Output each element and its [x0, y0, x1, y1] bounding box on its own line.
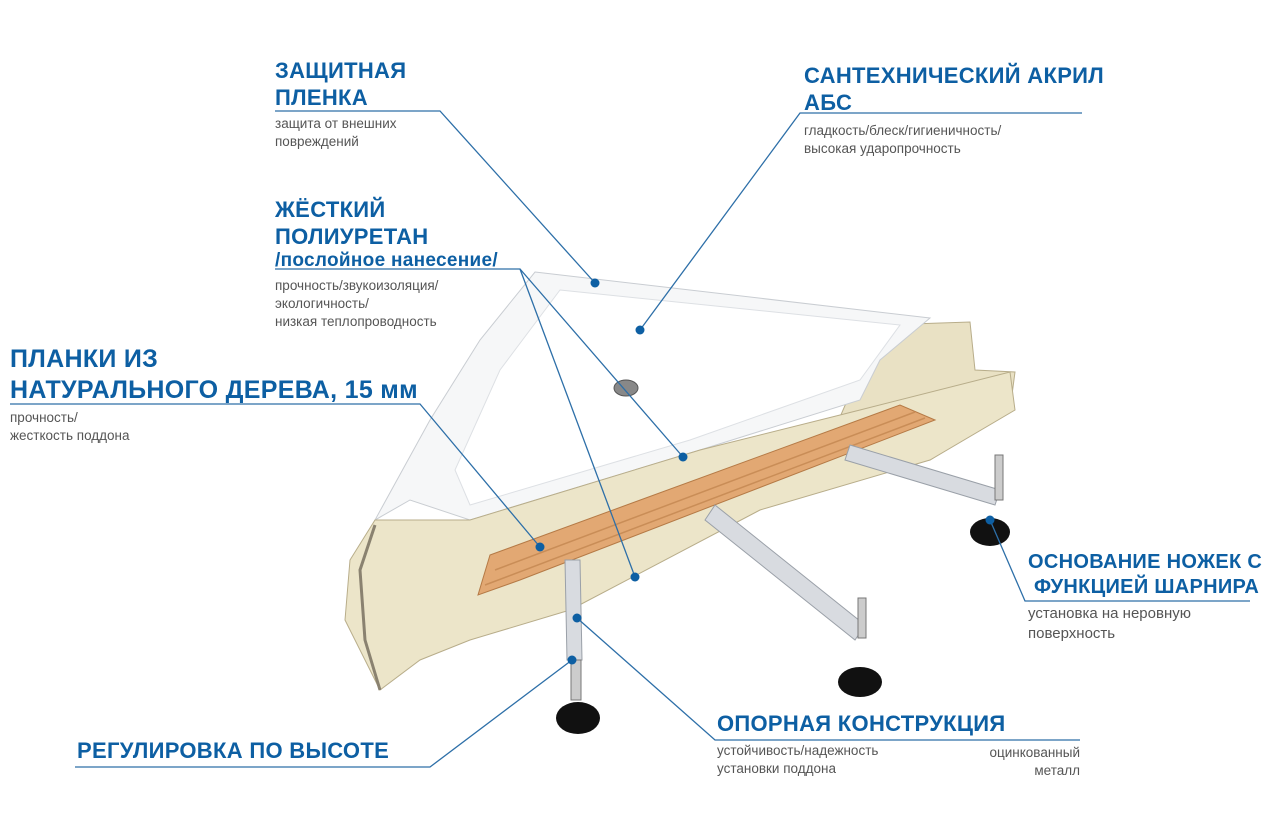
label-support-structure: ОПОРНАЯ КОНСТРУКЦИЯ устойчивость/надежно… [717, 710, 1006, 778]
hinge-desc-2: поверхность [1028, 625, 1116, 642]
pu-title-2: ПОЛИУРЕТАН [275, 224, 429, 249]
pu-subtitle: /послойное нанесение/ [275, 250, 498, 271]
support-frame [564, 444, 1001, 661]
label-wood-planks: ПЛАНКИ ИЗ НАТУРАЛЬНОГО ДЕРЕВА, 15 мм про… [10, 344, 418, 445]
acrylic-title-1: САНТЕХНИЧЕСКИЙ АКРИЛ [804, 63, 1105, 88]
acrylic-desc-1: гладкость/блеск/гигиеничность/ [804, 123, 1002, 138]
support-title: ОПОРНАЯ КОНСТРУКЦИЯ [717, 711, 1006, 736]
hinge-title-1: ОСНОВАНИЕ НОЖЕК С [1028, 551, 1263, 573]
label-material: оцинкованный металл [940, 744, 1081, 780]
label-height-adjustment: РЕГУЛИРОВКА ПО ВЫСОТЕ [77, 737, 389, 764]
acrylic-title-2: АБС [804, 90, 853, 115]
support-desc-1: устойчивость/надежность [717, 743, 879, 758]
film-desc-1: защита от внешних [275, 116, 397, 131]
wood-title-2: НАТУРАЛЬНОГО ДЕРЕВА, 15 мм [10, 376, 418, 404]
support-desc-2: установки поддона [717, 761, 836, 776]
film-desc-2: повреждений [275, 134, 359, 149]
hinge-title-2: ФУНКЦИЕЙ ШАРНИРА [1034, 576, 1260, 598]
wood-plank [477, 404, 937, 596]
pu-title-1: ЖЁСТКИЙ [275, 197, 386, 222]
pu-desc-1: прочность/звукоизоляция/ [275, 278, 439, 293]
material-2: металл [1034, 763, 1080, 778]
height-title: РЕГУЛИРОВКА ПО ВЫСОТЕ [77, 738, 390, 763]
wood-title-1: ПЛАНКИ ИЗ [10, 345, 159, 373]
wood-desc-1: прочность/ [10, 410, 78, 425]
acrylic-desc-2: высокая ударопрочность [804, 141, 961, 156]
film-title-1: ЗАЩИТНАЯ [275, 58, 407, 83]
callout-dots [535, 278, 995, 665]
leader-lines [10, 110, 1250, 768]
label-protective-film: ЗАЩИТНАЯ ПЛЕНКА защита от внешних повреж… [275, 57, 406, 151]
film-title-2: ПЛЕНКА [275, 85, 368, 110]
hinge-desc-1: установка на неровную [1028, 605, 1191, 622]
label-acrylic: САНТЕХНИЧЕСКИЙ АКРИЛ АБС гладкость/блеск… [804, 62, 1104, 158]
pu-desc-3: низкая теплопроводность [275, 314, 437, 329]
wood-desc-2: жесткость поддона [10, 428, 130, 443]
pu-desc-2: экологичность/ [275, 296, 369, 311]
material-1: оцинкованный [989, 745, 1081, 760]
label-hinge-feet: ОСНОВАНИЕ НОЖЕК С ФУНКЦИЕЙ ШАРНИРА устан… [1028, 550, 1262, 644]
adjustable-feet [556, 454, 1010, 734]
label-polyurethane: ЖЁСТКИЙ ПОЛИУРЕТАН /послойное нанесение/… [275, 196, 498, 331]
